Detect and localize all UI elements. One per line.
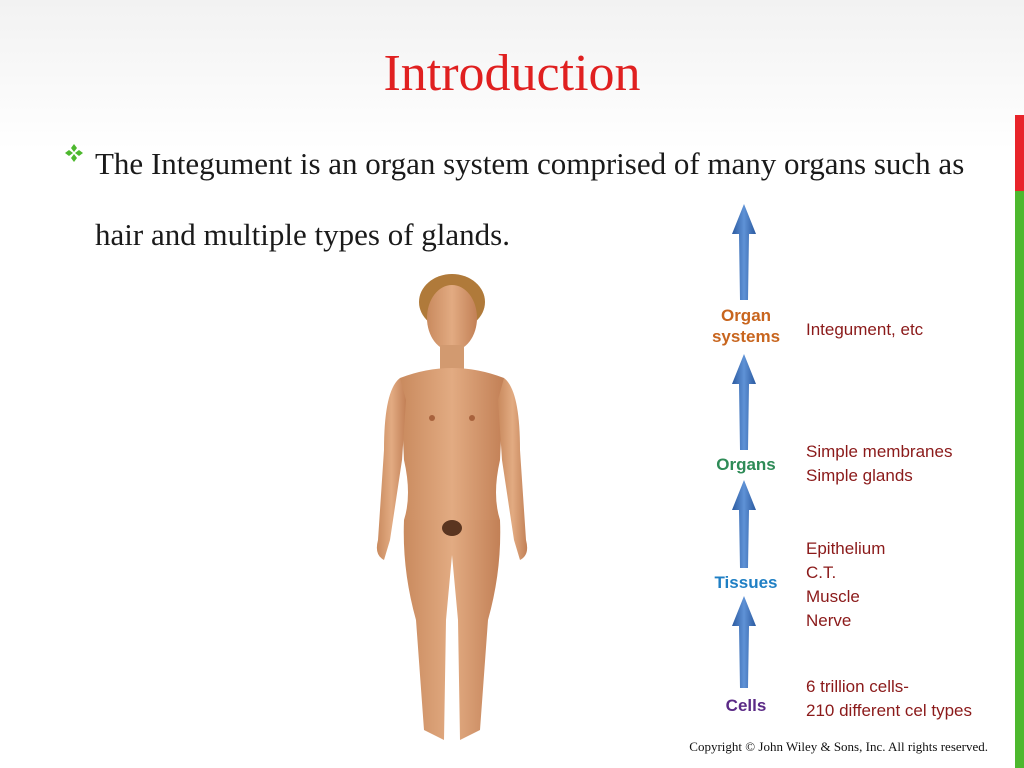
diamond-bullet-icon bbox=[65, 144, 83, 162]
organization-hierarchy: Organ systems Organs Tissues Cells Integ… bbox=[688, 200, 998, 728]
copyright-notice: Copyright © John Wiley & Sons, Inc. All … bbox=[689, 739, 988, 754]
accent-bar-red bbox=[1015, 115, 1024, 191]
up-arrow-icon bbox=[732, 354, 756, 450]
level-label-organs: Organs bbox=[716, 455, 776, 474]
level-label-tissues: Tissues bbox=[714, 573, 778, 592]
bullet-text: The Integument is an organ system compri… bbox=[95, 146, 965, 252]
description-organs: Simple membranes Simple glands bbox=[806, 442, 953, 485]
hierarchy-arrows bbox=[732, 204, 756, 688]
description-cells: 6 trillion cells- 210 different cel type… bbox=[806, 677, 973, 720]
up-arrow-icon bbox=[732, 596, 756, 688]
human-body-figure bbox=[376, 274, 528, 740]
up-arrow-icon bbox=[732, 204, 756, 300]
level-label-organ-systems: Organ systems bbox=[711, 306, 781, 346]
description-organ-systems: Integument, etc bbox=[806, 320, 924, 339]
level-label-cells: Cells bbox=[725, 696, 767, 715]
slide-title: Introduction bbox=[383, 45, 641, 102]
up-arrow-icon bbox=[732, 480, 756, 568]
accent-bar-green bbox=[1015, 191, 1024, 768]
description-tissues: Epithelium C.T. Muscle Nerve bbox=[806, 539, 886, 630]
